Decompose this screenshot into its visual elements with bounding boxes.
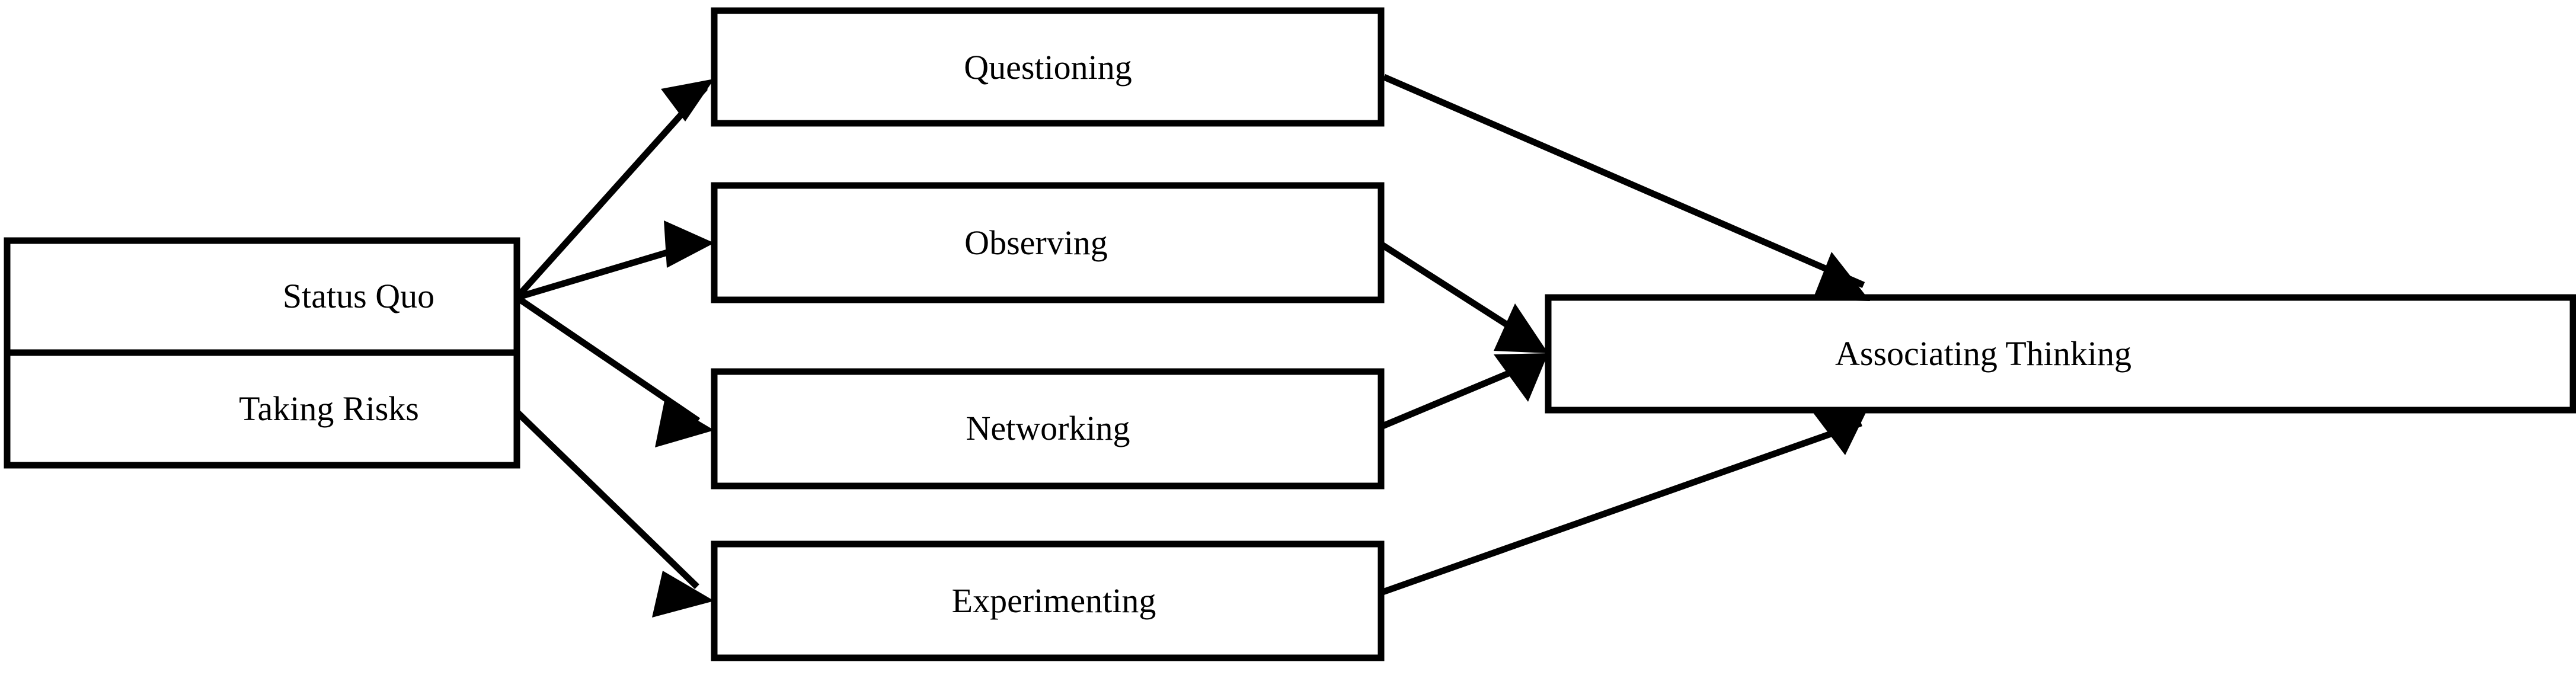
arrowhead-icon-associating-top: [1813, 252, 1870, 301]
arrowhead-icon-associating-bottom: [1810, 408, 1868, 455]
arrowhead-icon-associating-left-lower: [1494, 353, 1548, 402]
edge-questioning-to-associating: [1382, 73, 1865, 289]
edge-taking-risks-to-experimenting: [514, 410, 699, 589]
node-box-observing[interactable]: [711, 182, 1385, 303]
arrowhead-icon-experimenting: [652, 571, 714, 618]
arrowheads: [652, 79, 1870, 618]
arrowhead-icon-associating-left-upper: [1494, 303, 1548, 353]
node-box-questioning[interactable]: [711, 7, 1385, 127]
node-box-experimenting[interactable]: [711, 540, 1385, 661]
node-box-taking-risks[interactable]: [4, 349, 520, 469]
arrowhead-icon-observing: [664, 220, 714, 268]
connectors: [514, 73, 1865, 596]
edge-status-quo-to-networking: [514, 295, 701, 424]
arrowhead-icon-questioning: [661, 79, 714, 121]
node-box-status-quo[interactable]: [4, 237, 520, 356]
edge-status-quo-to-questioning: [514, 85, 708, 300]
edge-experimenting-to-associating: [1380, 420, 1862, 596]
node-boxes: [4, 7, 2576, 661]
node-box-associating-thinking[interactable]: [1545, 294, 2576, 414]
node-box-networking[interactable]: [711, 368, 1385, 490]
arrowhead-icon-networking: [655, 401, 714, 447]
